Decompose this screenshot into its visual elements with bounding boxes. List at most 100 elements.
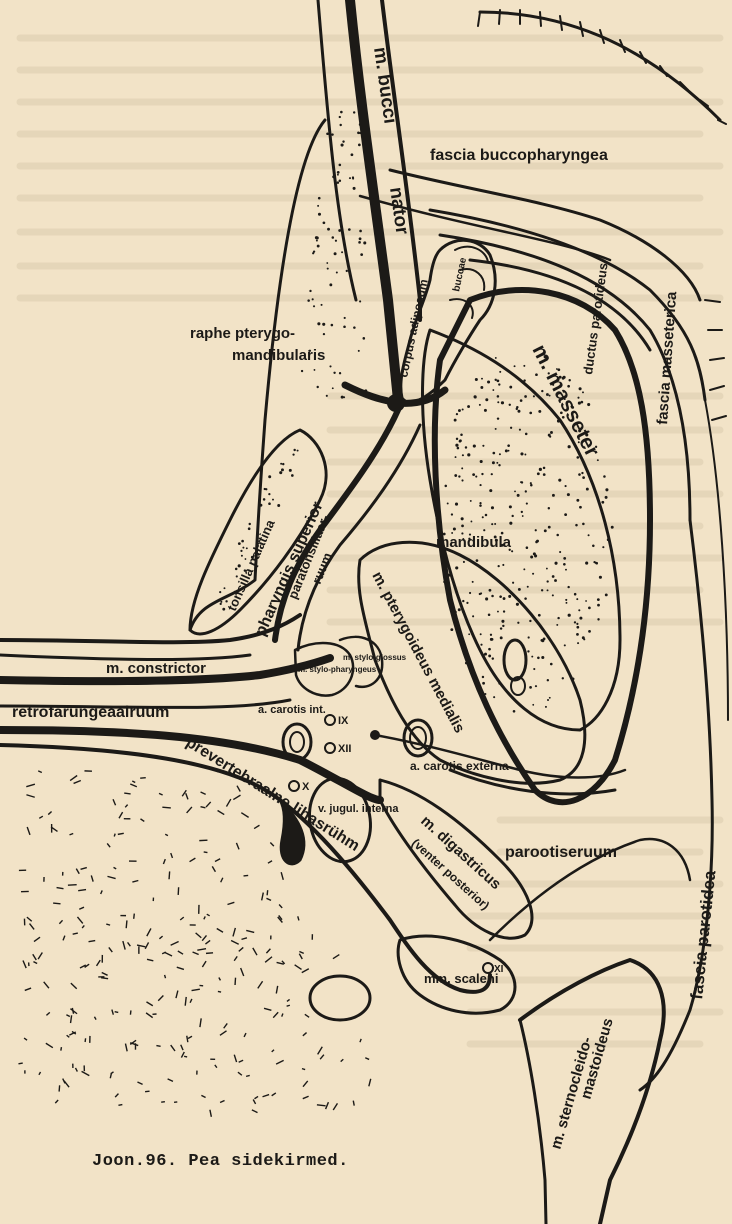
stipple-dot <box>363 241 366 244</box>
stipple-dot <box>224 587 226 589</box>
stipple-dot <box>494 523 496 525</box>
stipple-dot <box>575 524 578 527</box>
stipple-dot <box>317 386 319 388</box>
stipple-dot <box>479 404 481 406</box>
stipple-dot <box>490 638 493 641</box>
stipple-dot <box>481 378 483 380</box>
stipple-dot <box>268 493 270 495</box>
stipple-dot <box>353 111 355 113</box>
stipple-dot <box>346 270 348 272</box>
stipple-dot <box>485 398 488 401</box>
stipple-dot <box>289 469 292 472</box>
stipple-dot <box>533 668 535 670</box>
stipple-dot <box>314 369 316 371</box>
stipple-dot <box>331 324 334 327</box>
stipple-dot <box>329 283 332 286</box>
stipple-dot <box>342 140 344 142</box>
stipple-dot <box>514 490 516 492</box>
stipple-dot <box>582 523 585 526</box>
stipple-dot <box>517 622 519 624</box>
stipple-dot <box>525 490 527 492</box>
stipple-mark <box>206 953 213 954</box>
stipple-dot <box>509 404 511 406</box>
stipple-dot <box>317 245 320 248</box>
stipple-dot <box>339 164 342 167</box>
stipple-dot <box>611 526 614 529</box>
stipple-dot <box>316 240 318 242</box>
stipple-dot <box>293 449 295 451</box>
stipple-dot <box>474 396 477 399</box>
stipple-dot <box>549 697 551 699</box>
stipple-dot <box>529 412 532 415</box>
stipple-dot <box>548 434 551 437</box>
stipple-mark <box>101 978 108 979</box>
stipple-mark <box>114 834 115 837</box>
stipple-dot <box>538 614 541 617</box>
stipple-dot <box>563 563 566 566</box>
stipple-dot <box>492 452 495 455</box>
stipple-dot <box>510 427 512 429</box>
stipple-mark <box>124 793 130 794</box>
stipple-dot <box>470 521 472 523</box>
label-m-styloglossus: m. stylo-glossus <box>343 653 407 662</box>
stipple-dot <box>605 488 608 491</box>
stipple-dot <box>586 488 589 491</box>
stipple-dot <box>535 541 538 544</box>
stipple-dot <box>337 171 340 174</box>
stipple-dot <box>341 251 343 253</box>
stipple-mark <box>302 1069 305 1070</box>
stipple-dot <box>484 409 487 412</box>
stipple-dot <box>508 450 510 452</box>
stipple-dot <box>238 542 241 545</box>
label-parootiseruum: parootiseruum <box>505 844 617 861</box>
stipple-dot <box>527 586 529 588</box>
stipple-mark <box>134 914 135 919</box>
stipple-dot <box>469 592 471 594</box>
stipple-dot <box>500 627 502 629</box>
stipple-dot <box>579 617 582 620</box>
stipple-dot <box>487 380 490 383</box>
stipple-mark <box>267 890 268 895</box>
stipple-dot <box>279 471 282 474</box>
stipple-dot <box>529 686 532 689</box>
stipple-dot <box>541 390 543 392</box>
stipple-dot <box>511 550 513 552</box>
stipple-dot <box>313 250 315 252</box>
stipple-mark <box>145 1091 149 1092</box>
stipple-mark <box>218 991 221 992</box>
stipple-dot <box>445 485 448 488</box>
stipple-dot <box>472 473 475 476</box>
stipple-dot <box>541 656 544 659</box>
stipple-dot <box>242 547 244 549</box>
stipple-dot <box>489 589 492 592</box>
label-fascia-buccopharyngea: fascia buccopharyngea <box>430 147 608 164</box>
stipple-dot <box>339 179 342 182</box>
stipple-dot <box>337 181 340 184</box>
stipple-dot <box>488 613 491 616</box>
stipple-mark <box>61 1047 62 1050</box>
stipple-dot <box>530 482 532 484</box>
stipple-dot <box>461 479 463 481</box>
stipple-dot <box>554 579 557 582</box>
stipple-dot <box>482 516 484 518</box>
stipple-mark <box>287 1005 290 1006</box>
stipple-dot <box>248 527 251 530</box>
label-nerve-xii: XII <box>338 743 351 755</box>
stipple-dot <box>352 176 354 178</box>
label-raphe-2: mandibularis <box>232 347 325 364</box>
stipple-dot <box>238 564 241 567</box>
stipple-dot <box>547 679 549 681</box>
stipple-dot <box>552 575 555 578</box>
stipple-dot <box>292 454 294 456</box>
stipple-dot <box>512 515 514 517</box>
stipple-dot <box>588 607 591 610</box>
stipple-mark <box>246 1075 250 1076</box>
stipple-dot <box>343 325 346 328</box>
stipple-dot <box>550 431 553 434</box>
figure-caption: Joon.96. Pea sidekirmed. <box>92 1152 349 1171</box>
stipple-dot <box>576 456 579 459</box>
stipple-dot <box>563 557 566 560</box>
stipple-dot <box>581 472 583 474</box>
stipple-dot <box>562 677 564 679</box>
stipple-dot <box>576 623 578 625</box>
